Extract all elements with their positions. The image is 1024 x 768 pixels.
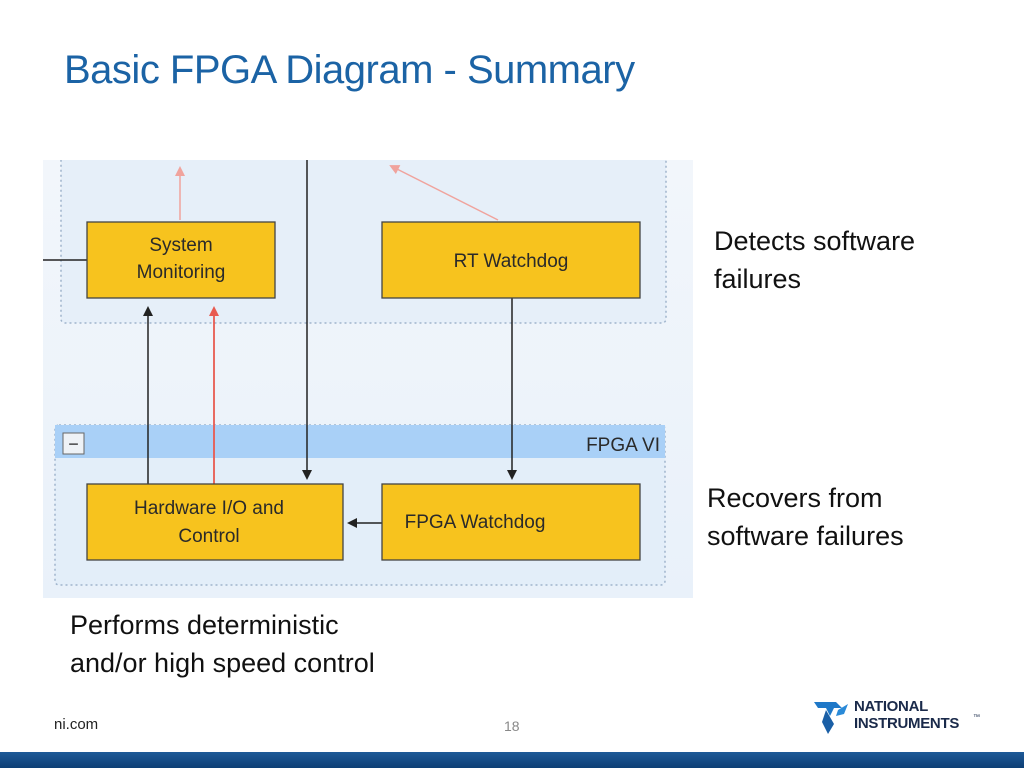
annotation-line: Recovers from — [707, 483, 883, 513]
eagle-logo-icon — [814, 702, 848, 734]
annotation-line: Performs deterministic — [70, 610, 339, 640]
slide-title: Basic FPGA Diagram - Summary — [64, 48, 635, 92]
hardware-io-line2: Control — [178, 526, 239, 547]
annotation-line: software failures — [707, 521, 904, 551]
rt-watchdog-box: RT Watchdog — [381, 221, 641, 299]
hardware-io-box: Hardware I/O and Control — [86, 483, 344, 561]
footer-url[interactable]: ni.com — [54, 716, 99, 733]
fpga-diagram: − FPGA VI System Monitoring RT Watchdog — [43, 160, 693, 598]
system-monitoring-line2: Monitoring — [137, 262, 226, 283]
fpga-watchdog-box: FPGA Watchdog — [381, 483, 641, 561]
hardware-io-annotation: Performs deterministic and/or high speed… — [70, 606, 375, 682]
page-number: 18 — [504, 718, 520, 734]
collapse-button[interactable] — [62, 432, 85, 455]
wire-rtwatchdog-up — [389, 165, 499, 221]
fpga-watchdog-label: FPGA Watchdog — [405, 512, 546, 533]
collapse-icon: − — [68, 434, 79, 454]
fpga-panel-title: FPGA VI — [586, 435, 660, 456]
annotation-line: Detects software — [714, 226, 916, 256]
fpga-watchdog-annotation: Recovers from software failures — [707, 479, 904, 555]
annotation-line: and/or high speed control — [70, 648, 375, 678]
logo-line1: NATIONAL — [854, 698, 928, 715]
hardware-io-line1: Hardware I/O and — [134, 498, 284, 519]
trademark-symbol: ™ — [973, 714, 980, 721]
logo-line2: INSTRUMENTS — [854, 715, 960, 732]
fpga-panel-header — [55, 425, 665, 458]
footer-bar — [0, 752, 1024, 768]
diagram-canvas: − FPGA VI System Monitoring RT Watchdog — [43, 160, 693, 598]
national-instruments-logo: NATIONAL INSTRUMENTS ™ — [812, 694, 982, 740]
rt-watchdog-label: RT Watchdog — [454, 251, 569, 272]
logo-text: NATIONAL INSTRUMENTS — [854, 698, 959, 732]
rt-watchdog-annotation: Detects software failures — [714, 222, 915, 298]
system-monitoring-line1: System — [149, 235, 212, 256]
system-monitoring-box: System Monitoring — [86, 221, 276, 299]
annotation-line: failures — [714, 264, 802, 294]
